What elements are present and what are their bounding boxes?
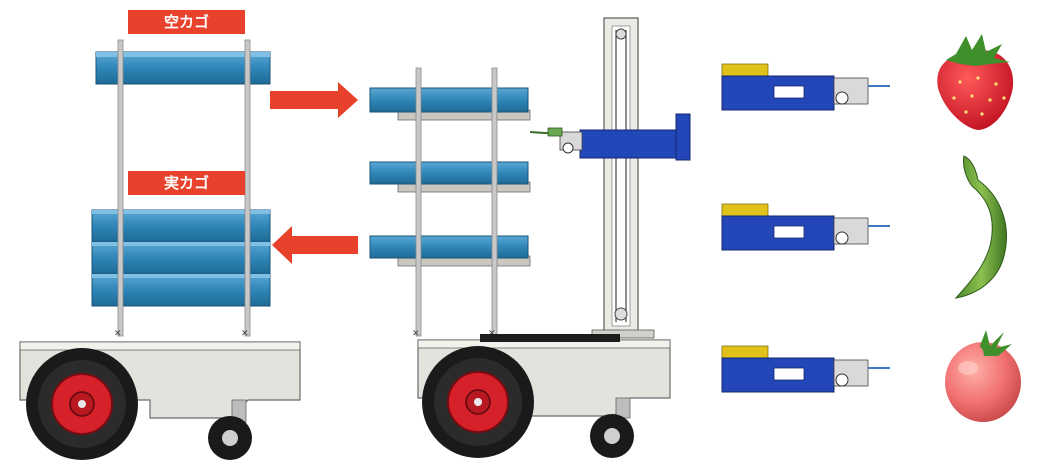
center-drive-wheel [422, 346, 534, 458]
svg-text:✕: ✕ [114, 329, 122, 339]
end-effector-3 [721, 345, 890, 393]
full-basket-label: 実カゴ [128, 171, 245, 195]
left-drive-wheel [26, 348, 138, 460]
left-cart: ✕ ✕ [19, 39, 301, 460]
arrow-left-full [272, 226, 358, 264]
left-caster [208, 399, 252, 460]
tomato-image [945, 330, 1021, 422]
green-pepper-image [954, 155, 1007, 299]
lift-mast [591, 17, 655, 339]
center-caster [590, 397, 634, 458]
end-effector-1 [721, 63, 890, 111]
empty-basket [95, 51, 271, 85]
empty-basket-label: 空カゴ [128, 10, 245, 34]
cart-pole-right [244, 39, 251, 337]
arrow-right-empty [270, 82, 358, 118]
cart-pole-left [117, 39, 124, 337]
strawberry-image [937, 34, 1014, 130]
svg-text:✕: ✕ [241, 329, 249, 339]
robot-basket-3 [369, 235, 529, 259]
robot-arm [529, 113, 691, 161]
svg-text:✕: ✕ [412, 329, 420, 339]
center-robot: ✕ ✕ [369, 17, 691, 458]
robot-basket-1 [369, 87, 529, 113]
robot-basket-2 [369, 161, 529, 185]
end-effector-2 [721, 203, 890, 251]
